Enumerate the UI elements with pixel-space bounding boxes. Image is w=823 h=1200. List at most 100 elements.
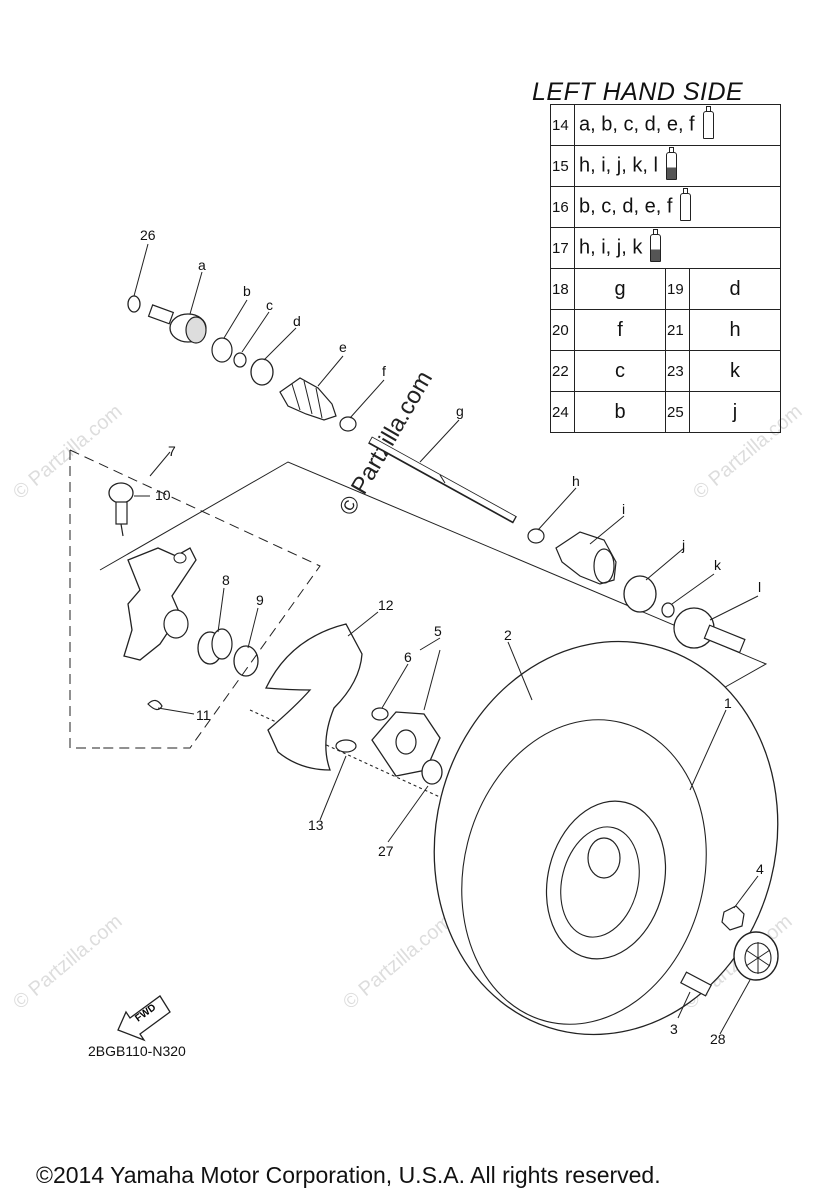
callout-4: 4 xyxy=(756,861,764,877)
row-letters-cell: h, i, j, k, l xyxy=(574,145,781,187)
row-number: 15 xyxy=(550,145,575,187)
callout-26: 26 xyxy=(140,227,156,243)
cv-joint-a xyxy=(147,304,207,344)
callout-f: f xyxy=(382,363,386,379)
cotter-pin-11 xyxy=(147,699,163,711)
callout-9: 9 xyxy=(256,592,264,608)
callout-2: 2 xyxy=(504,627,512,643)
row-letters-cell: a, b, c, d, e, f xyxy=(574,104,781,146)
row-value: j xyxy=(689,391,781,433)
callout-j: j xyxy=(681,537,685,553)
ring-b xyxy=(211,337,233,363)
circlip-26 xyxy=(127,295,141,313)
row-value: f xyxy=(574,309,666,351)
circlip-c xyxy=(233,352,247,368)
shaft-group-outline xyxy=(99,461,768,691)
row-number: 14 xyxy=(550,104,575,146)
callout-d: d xyxy=(293,313,301,329)
row-value: k xyxy=(689,350,781,392)
row-letters: h, i, j, k xyxy=(579,236,643,259)
callout-a: a xyxy=(198,257,206,273)
row-number: 25 xyxy=(665,391,690,433)
grease-tube-icon xyxy=(680,188,692,221)
callout-l: l xyxy=(758,579,761,595)
diagram-code: 2BGB110-N320 xyxy=(88,1043,186,1059)
bolt-13 xyxy=(335,739,357,753)
row-value: g xyxy=(574,268,666,310)
cv-joint-l xyxy=(673,607,746,654)
circlip-9 xyxy=(233,645,259,677)
circlip-k xyxy=(661,602,675,618)
callout-i: i xyxy=(622,501,625,517)
row-value: b xyxy=(574,391,666,433)
stud-3 xyxy=(680,971,712,997)
wheel-rim-1 xyxy=(545,800,667,960)
leader-lines xyxy=(133,243,759,1035)
row-value: d xyxy=(689,268,781,310)
fwd-arrow-icon: FWD xyxy=(117,995,171,1042)
callout-g: g xyxy=(456,403,464,419)
row-number: 17 xyxy=(550,227,575,269)
band-h xyxy=(527,528,545,544)
callout-27: 27 xyxy=(378,843,394,859)
watermark-faint: © Partzilla.com xyxy=(339,910,456,1013)
watermark: © Partzilla.com xyxy=(334,366,438,520)
wheel-cap-28 xyxy=(733,931,779,981)
callout-k: k xyxy=(714,557,722,573)
callout-b: b xyxy=(243,283,251,299)
grease-tube-icon xyxy=(665,147,677,180)
callout-13: 13 xyxy=(308,817,324,833)
bearing-8 xyxy=(197,628,233,665)
watermark-faint: © Partzilla.com xyxy=(9,910,126,1013)
row-number: 19 xyxy=(665,268,690,310)
row-letters-cell: h, i, j, k xyxy=(574,227,781,269)
row-letters: h, i, j, k, l xyxy=(579,154,658,177)
callout-labels: 26 a b c d e f g h i j k l 7 10 8 9 11 1… xyxy=(140,227,764,1047)
boot-i xyxy=(555,531,617,585)
bolt-6 xyxy=(371,707,389,721)
callout-11: 11 xyxy=(196,707,211,723)
table-title: LEFT HAND SIDE xyxy=(532,78,744,106)
row-number: 20 xyxy=(550,309,575,351)
row-letters: b, c, d, e, f xyxy=(579,195,673,218)
callout-5: 5 xyxy=(434,623,442,639)
boot-e xyxy=(279,377,337,421)
collar-27 xyxy=(421,759,443,785)
wheel-hub-5 xyxy=(371,711,441,777)
callout-6: 6 xyxy=(404,649,412,665)
steering-knuckle-7 xyxy=(123,547,197,661)
callout-10: 10 xyxy=(155,487,171,503)
row-number: 24 xyxy=(550,391,575,433)
band-j xyxy=(623,575,657,613)
callout-8: 8 xyxy=(222,572,230,588)
row-value: c xyxy=(574,350,666,392)
callout-h: h xyxy=(572,473,580,489)
watermark-faint: © Partzilla.com xyxy=(9,400,126,503)
band-f xyxy=(339,416,357,432)
grease-tube-icon xyxy=(650,229,662,262)
copyright-notice: ©2014 Yamaha Motor Corporation, U.S.A. A… xyxy=(36,1162,661,1188)
row-number: 22 xyxy=(550,350,575,392)
row-letters-cell: b, c, d, e, f xyxy=(574,186,781,228)
drive-shaft-g xyxy=(368,436,517,524)
callout-12: 12 xyxy=(378,597,394,613)
row-letters: a, b, c, d, e, f xyxy=(579,113,695,136)
ball-joint-10 xyxy=(108,482,134,537)
row-number: 16 xyxy=(550,186,575,228)
row-value: h xyxy=(689,309,781,351)
grease-tube-icon xyxy=(702,106,714,139)
callout-3: 3 xyxy=(670,1021,678,1037)
callout-1: 1 xyxy=(724,695,732,711)
knuckle-group-box xyxy=(69,450,100,749)
